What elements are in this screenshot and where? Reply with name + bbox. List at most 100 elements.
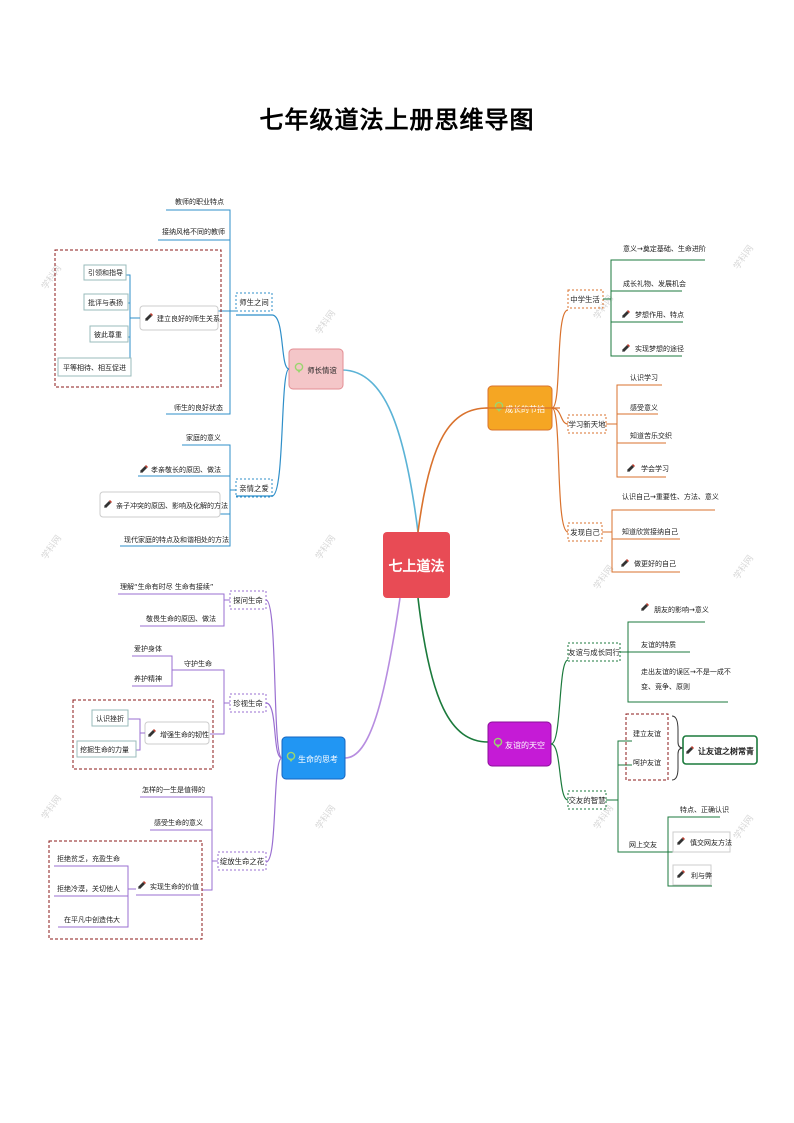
friend-s2-item-1: 呵护友谊 [633, 758, 661, 767]
life-branch: 生命的思考 探问生命 理解“生命有时尽 生命有接续” 敬畏生命的原因、做法 珍视… [48, 582, 346, 940]
growth-s1-item-0: 意义→奠定基础、生命进阶 [623, 244, 706, 253]
life-tough-node[interactable]: 增强生命的韧性 [144, 721, 210, 745]
growth-s3-item-0: 认识自己→重要性、方法、意义 [622, 492, 719, 501]
svg-text:友谊与成长同行: 友谊与成长同行 [568, 648, 620, 657]
life-node[interactable]: 生命的思考 [281, 736, 346, 780]
life-value-node[interactable]: 实现生命的价值 [136, 881, 200, 896]
growth-s2-item-3: 学会学习 [641, 464, 669, 473]
teacher-s1-item-0: 教师的职业特点 [175, 197, 224, 206]
teacher-s1-item-1: 接纳风格不同的教师 [162, 227, 225, 236]
svg-text:增强生命的韧性: 增强生命的韧性 [160, 730, 209, 739]
friend-branch-line [417, 597, 489, 743]
teacher-sub1[interactable]: 师生之间 [235, 292, 273, 312]
teacher-s1-item-3: 师生的良好状态 [174, 403, 223, 412]
growth-s1-item-2: 梦想作用、特点 [635, 310, 684, 319]
life-s3-item-0: 怎样的一生是值得的 [142, 785, 205, 794]
life-s2-item-0: 守护生命 [184, 659, 212, 668]
svg-text:学科网: 学科网 [313, 308, 338, 337]
svg-text:发现自己: 发现自己 [570, 528, 600, 537]
center-node[interactable]: 七上道法 [383, 532, 450, 598]
svg-text:让友谊之树常青: 让友谊之树常青 [698, 746, 754, 756]
friend-s1-item-0: 朋友的影响→意义 [654, 605, 709, 614]
growth-sub3[interactable]: 发现自己 [567, 522, 603, 542]
friend-online-2-node[interactable]: 利与弊 [672, 864, 712, 886]
teacher-node[interactable]: 师长情谊 [288, 348, 344, 390]
svg-text:实现生命的价值: 实现生命的价值 [150, 882, 199, 891]
pencil-icon [622, 310, 630, 318]
svg-text:学科网: 学科网 [591, 803, 616, 832]
svg-text:学科网: 学科网 [313, 533, 338, 562]
growth-branch-line [417, 407, 489, 533]
main-branch-lines [341, 369, 489, 759]
life-sub2[interactable]: 珍视生命 [229, 693, 267, 713]
svg-text:学科网: 学科网 [731, 553, 756, 582]
svg-text:批评与表扬: 批评与表扬 [88, 298, 123, 307]
growth-sub2[interactable]: 学习新天地 [567, 414, 607, 434]
center-label: 七上道法 [389, 558, 445, 575]
svg-text:学科网: 学科网 [313, 803, 338, 832]
svg-text:平等相待、相互促进: 平等相待、相互促进 [63, 363, 126, 372]
growth-s3-item-2: 做更好的自己 [634, 559, 676, 568]
teacher-sub-item-0: 引领和指导 [83, 264, 127, 281]
teacher-branch-line [341, 369, 419, 533]
svg-text:挖掘生命的力量: 挖掘生命的力量 [80, 745, 129, 754]
teacher-sub-item-2: 彼此尊重 [89, 325, 129, 343]
growth-s1-item-3: 实现梦想的途径 [635, 344, 684, 353]
pencil-icon [138, 881, 146, 889]
life-branch-line [344, 597, 401, 759]
life-tough-0: 认识挫折 [91, 709, 129, 727]
teacher-s2-item-1: 孝亲敬长的原因、做法 [151, 465, 221, 474]
friend-highlight-node[interactable]: 让友谊之树常青 [682, 735, 758, 765]
growth-s3-item-1: 知道欣赏接纳自己 [622, 527, 678, 536]
friend-dashed-box [625, 713, 669, 781]
life-sub3[interactable]: 绽放生命之花 [217, 851, 267, 871]
teacher-sub2[interactable]: 亲情之爱 [235, 478, 273, 498]
friend-s1-item-2: 走出友谊的误区→不是一成不变、竞争、原则 [641, 667, 731, 691]
svg-text:师生之间: 师生之间 [239, 298, 269, 307]
svg-text:师长情谊: 师长情谊 [307, 366, 337, 375]
growth-s2-item-1: 感受意义 [630, 403, 658, 412]
pencil-icon [621, 559, 629, 567]
teacher-s2-item-0: 家庭的意义 [186, 433, 221, 442]
friend-s1-item-1: 友谊的特质 [641, 640, 676, 649]
life-value-0: 拒绝贫乏，充盈生命 [57, 854, 120, 863]
svg-text:建立良好的师生关系: 建立良好的师生关系 [157, 314, 220, 323]
life-value-2: 在平凡中创造伟大 [64, 915, 120, 924]
svg-text:学科网: 学科网 [39, 263, 64, 292]
svg-text:友谊的天空: 友谊的天空 [505, 740, 545, 750]
pencil-icon [641, 603, 649, 611]
teacher-relation-node[interactable]: 建立良好的师生关系 [139, 305, 220, 331]
teacher-sub-item-1: 批评与表扬 [83, 293, 129, 311]
life-s3-item-1: 感受生命的意义 [154, 818, 203, 827]
svg-text:利与弊: 利与弊 [691, 871, 712, 880]
life-s1-item-1: 敬畏生命的原因、做法 [146, 614, 216, 623]
svg-text:交友的智慧: 交友的智慧 [569, 796, 606, 805]
teacher-branch: 师长情谊 师生之间 教师的职业特点 接纳风格不同的教师 师生的良好状态 建立良好… [54, 197, 344, 547]
page-title: 七年级道法上册思维导图 [259, 105, 535, 134]
svg-text:绽放生命之花: 绽放生命之花 [220, 857, 265, 866]
svg-text:亲情之爱: 亲情之爱 [239, 484, 269, 493]
life-value-1: 拒绝冷漠，关切他人 [57, 884, 120, 893]
growth-s2-item-0: 认识学习 [630, 373, 658, 382]
svg-text:探问生命: 探问生命 [233, 596, 263, 605]
growth-s2-item-2: 知道苦乐交织 [630, 431, 672, 440]
growth-sub1[interactable]: 中学生活 [567, 289, 604, 309]
friend-sub2[interactable]: 交友的智慧 [567, 790, 607, 810]
friend-online-1-node[interactable]: 慎交网友方法 [672, 831, 732, 853]
svg-text:彼此尊重: 彼此尊重 [94, 330, 122, 339]
teacher-s2-item-3: 现代家庭的特点及和谐相处的方法 [124, 535, 229, 544]
friend-branch: 友谊的天空 友谊与成长同行 朋友的影响→意义 友谊的特质 走出友谊的误区→不是一… [487, 603, 758, 887]
friend-sub1[interactable]: 友谊与成长同行 [567, 642, 621, 662]
pencil-icon [140, 465, 148, 473]
life-s2-guard-0: 爱护身体 [134, 644, 162, 653]
pencil-icon [627, 464, 635, 472]
svg-text:学科网: 学科网 [731, 243, 756, 272]
friend-node[interactable]: 友谊的天空 [487, 721, 552, 767]
svg-text:亲子冲突的原因、影响及化解的方法: 亲子冲突的原因、影响及化解的方法 [116, 501, 228, 510]
life-sub1[interactable]: 探问生命 [229, 590, 267, 610]
life-value-dashed-box [48, 840, 203, 940]
teacher-relation-dashed-box [54, 249, 222, 388]
life-tough-1: 挖掘生命的力量 [76, 740, 137, 758]
teacher-s2-conflict-node[interactable]: 亲子冲突的原因、影响及化解的方法 [99, 491, 228, 518]
